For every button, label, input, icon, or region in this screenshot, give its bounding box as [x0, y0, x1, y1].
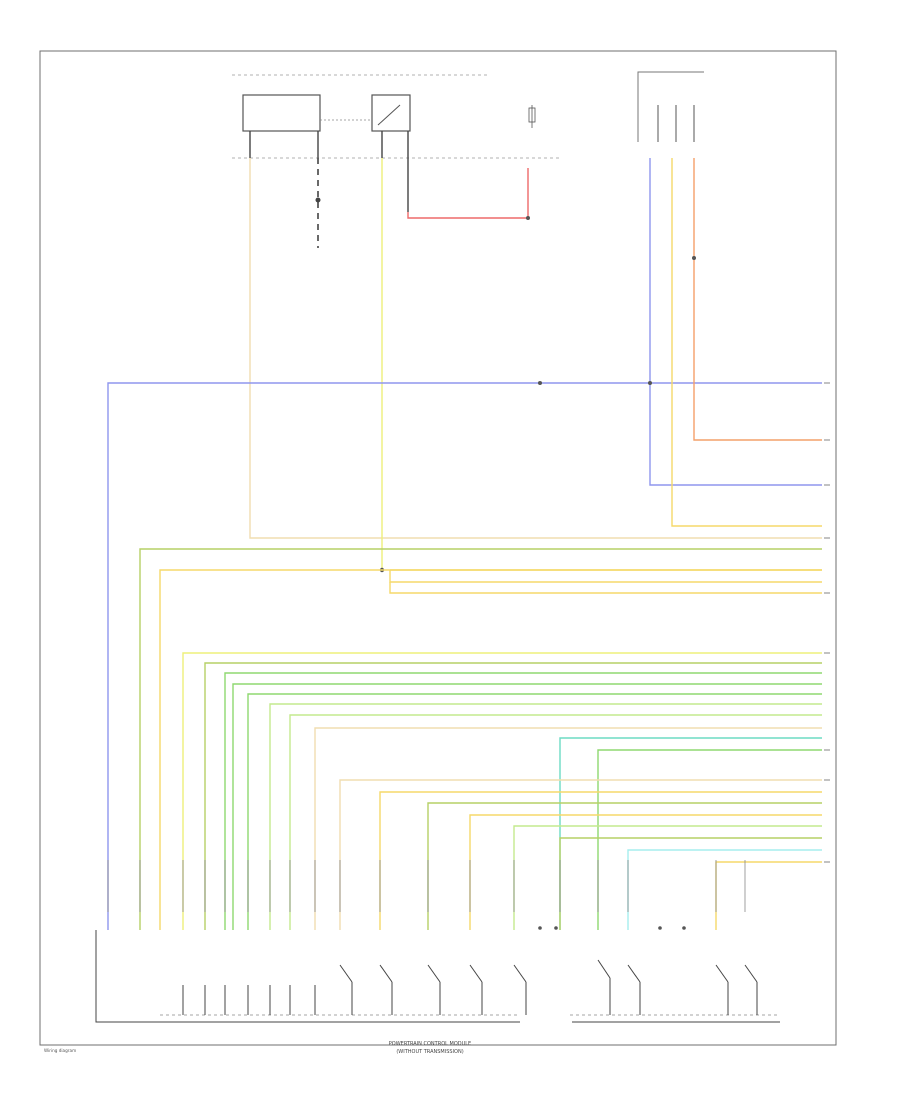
right-edge-ticks [824, 382, 830, 863]
wire-pale-orange [249, 158, 822, 539]
wire-orange [693, 158, 822, 441]
wire-yellow-right [671, 158, 822, 527]
red-wire [407, 158, 530, 220]
fuse-relay-block [232, 74, 562, 159]
wire-blue [107, 158, 822, 930]
wire-bundle-lower [339, 779, 822, 930]
switch-contacts [538, 926, 686, 930]
fuse-label-group [528, 105, 536, 128]
diagram-frame [39, 50, 837, 1046]
page-reference: Wiring diagram [44, 1048, 76, 1053]
connector-block-right [637, 71, 704, 142]
vertical-connector-dashes [107, 860, 746, 912]
wire-bundle-middle [182, 652, 822, 930]
footer-caption-line2: (WITHOUT TRANSMISSION) [396, 1049, 463, 1055]
ground-wire-dashed [315, 158, 321, 248]
footer-caption-line1: POWERTRAIN CONTROL MODULE [389, 1041, 471, 1047]
module-switches [95, 930, 780, 1023]
wire-bundle-upper [139, 548, 822, 930]
